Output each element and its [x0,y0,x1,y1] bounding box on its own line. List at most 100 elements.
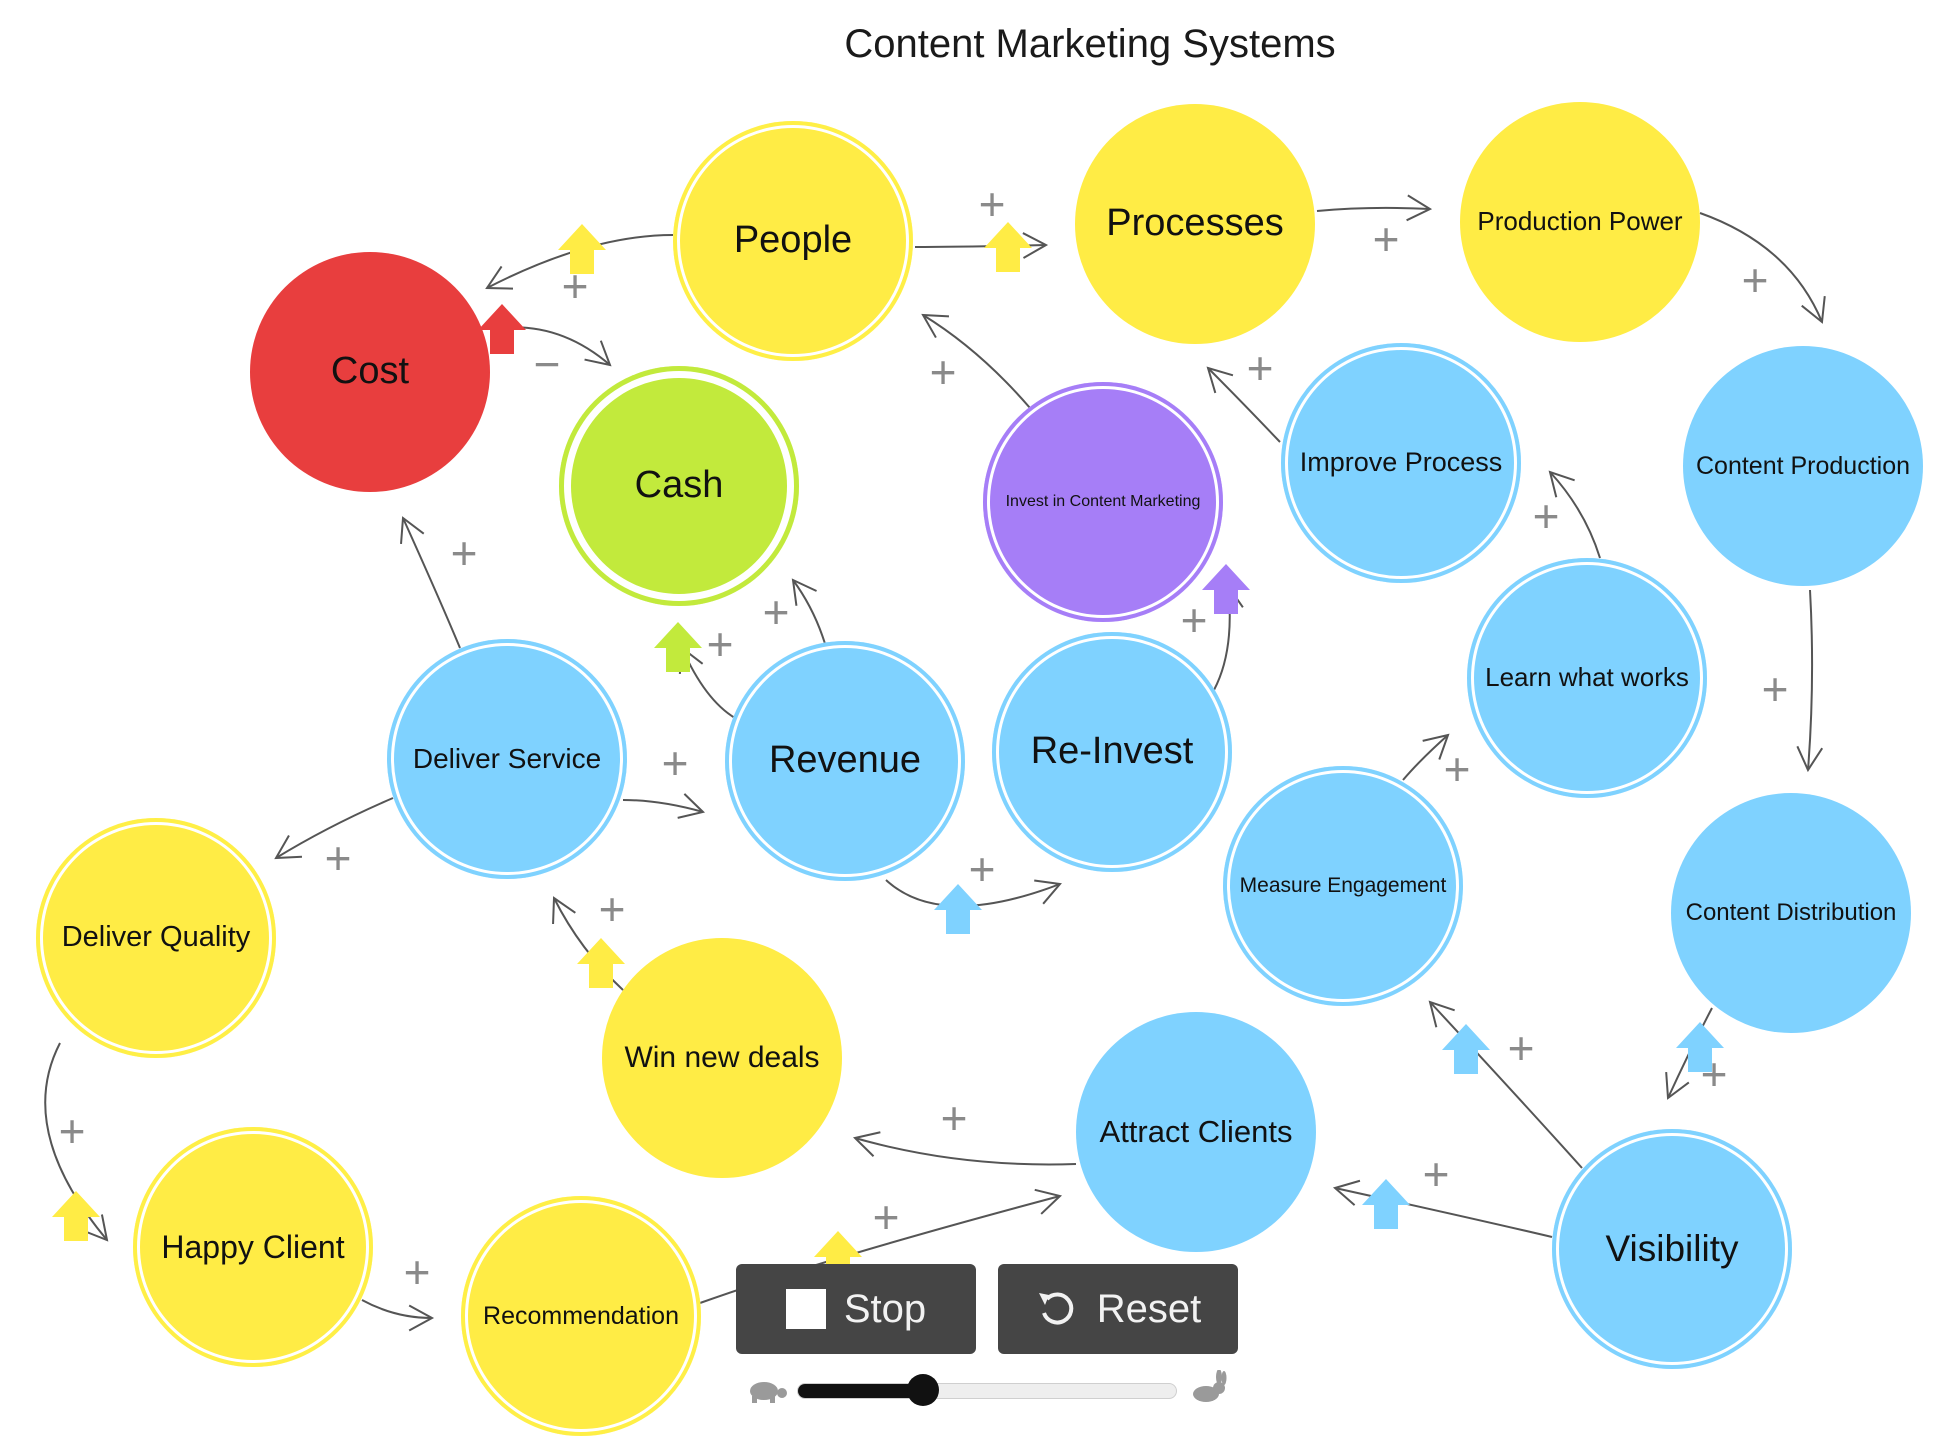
speed-slider[interactable] [797,1374,1177,1406]
polarity-sign: + [1533,490,1560,542]
node-cost[interactable]: Cost [250,252,490,492]
polarity-sign: + [941,1092,968,1144]
polarity-sign: + [1444,743,1471,795]
node-label: Attract Clients [1099,1114,1293,1150]
polarity-sign: + [1181,594,1208,646]
arrowhead-icon [852,1131,881,1157]
diagram-title: Content Marketing Systems [844,22,1336,66]
node-improve-process[interactable]: Improve Process [1281,343,1521,583]
node-invest[interactable]: Invest in Content Marketing [983,382,1223,622]
link-processes-to-production_power [1316,206,1431,212]
up-arrow-icon [1676,1022,1724,1072]
node-happy-client[interactable]: Happy Client [133,1127,373,1367]
node-people[interactable]: People [673,121,913,361]
polarity-sign: + [707,618,734,670]
polarity-sign: + [599,883,626,935]
up-arrow-icon [1442,1024,1490,1074]
polarity-sign: + [404,1246,431,1298]
reset-icon [1038,1292,1074,1325]
node-attract[interactable]: Attract Clients [1076,1012,1316,1252]
arrowhead-icon [1406,194,1433,222]
node-label: Content Distribution [1685,899,1897,927]
polarity-sign: + [325,832,352,884]
node-label: Win new deals [624,1040,820,1074]
node-learn[interactable]: Learn what works [1467,558,1707,798]
up-arrow-icon [478,304,526,354]
stop-label: Stop [843,1286,927,1331]
polarity-sign: + [763,586,790,638]
node-visibility[interactable]: Visibility [1552,1129,1792,1369]
speed-slider-fill [798,1384,923,1398]
link-learn-to-improve_process [1549,471,1601,559]
node-processes[interactable]: Processes [1075,104,1315,344]
node-content-production[interactable]: Content Production [1683,346,1923,586]
polarity-sign: + [1423,1148,1450,1200]
node-win-deals[interactable]: Win new deals [602,938,842,1178]
node-reinvest[interactable]: Re-Invest [992,632,1232,872]
node-measure[interactable]: Measure Engagement [1223,766,1463,1006]
reset-button[interactable]: Reset [998,1264,1238,1354]
node-cash[interactable]: Cash [559,366,799,606]
up-arrow-icon [654,622,702,672]
node-label: Production Power [1477,206,1683,237]
node-label: Happy Client [161,1228,345,1265]
link-deliver_service-to-cost [402,517,461,649]
arrowhead-icon [791,578,817,606]
polarity-sign: + [1373,213,1400,265]
node-label: Content Production [1695,451,1911,480]
polarity-sign: + [969,843,996,895]
turtle-icon [750,1382,787,1403]
node-label: Processes [1106,202,1284,245]
arrowhead-icon [921,313,950,339]
up-arrow-icon [577,938,625,988]
node-label: Improve Process [1299,447,1503,478]
node-label: Measure Engagement [1239,873,1447,897]
node-label: Visibility [1605,1227,1739,1269]
arrowhead-icon [552,896,576,925]
link-visibility-to-attract [1334,1187,1553,1238]
node-production-power[interactable]: Production Power [1460,102,1700,342]
arrowhead-icon [1548,470,1575,498]
polarity-sign: + [930,346,957,398]
node-content-distribution[interactable]: Content Distribution [1671,793,1911,1033]
node-deliver-service[interactable]: Deliver Service [387,639,627,879]
node-revenue[interactable]: Revenue [725,641,965,881]
link-attract-to-win_deals [854,1137,1077,1166]
up-arrow-icon [1362,1179,1410,1229]
link-happy_client-to-recommendation [361,1299,433,1319]
node-deliver-quality[interactable]: Deliver Quality [36,818,276,1058]
link-measure-to-learn [1402,734,1449,781]
reset-label: Reset [1096,1286,1202,1331]
polarity-sign: + [873,1191,900,1243]
node-label: Cost [330,350,410,393]
node-label: Deliver Quality [61,921,251,954]
arrowhead-icon [1332,1179,1361,1206]
link-content_production-to-content_distribution [1807,589,1814,771]
link-invest-to-people [922,314,1031,409]
polarity-sign: − [534,338,561,390]
arrowhead-icon [1428,1000,1455,1028]
node-label: Learn what works [1485,662,1689,693]
polarity-sign: + [1247,342,1274,394]
arrowhead-icon [677,793,706,819]
node-label: Re-Invest [1030,730,1194,773]
link-production_power-to-content_production [1699,212,1823,323]
arrowhead-icon [1022,232,1049,259]
arrowhead-icon [1034,1188,1063,1215]
speed-slider-handle[interactable] [906,1374,939,1406]
node-recommendation[interactable]: Recommendation [461,1196,701,1436]
link-win_deals-to-deliver_service [553,897,624,991]
node-label: Invest in Content Marketing [1005,492,1201,510]
node-label: Cash [634,464,724,507]
polarity-sign: + [1508,1022,1535,1074]
up-arrow-icon [1202,564,1250,614]
arrowhead-icon [1422,733,1450,760]
stop-icon [785,1289,826,1329]
node-label: Revenue [768,739,922,782]
polarity-sign: + [1762,663,1789,715]
arrowhead-icon [400,516,425,545]
up-arrow-icon [984,222,1032,272]
stop-button[interactable]: Stop [736,1264,976,1354]
marks-layer: ++++++−++++++++++++++++++ [52,178,1788,1298]
